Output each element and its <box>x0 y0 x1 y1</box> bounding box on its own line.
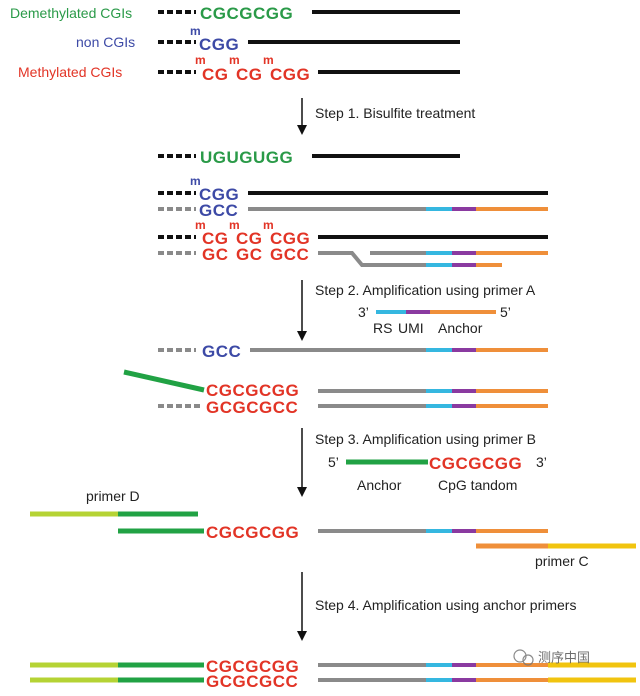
primer-c-label: primer C <box>535 553 589 569</box>
primer-a-5prime: 5’ <box>500 304 511 320</box>
label-methylated: Methylated CGIs <box>18 64 122 80</box>
step1-label: Step 1. Bisulfite treatment <box>315 105 475 121</box>
seq-non-cgi-top: CGG <box>199 185 239 204</box>
primer-d-label: primer D <box>86 488 140 504</box>
seq-non-cgi: CGG <box>199 35 239 54</box>
methyl-mark: m <box>195 218 206 232</box>
seq-meth-top-2: CG <box>236 229 263 248</box>
primer-b-3prime: 3’ <box>536 454 547 470</box>
primer-b-5prime: 5’ <box>328 454 339 470</box>
seq-demethylated: CGCGCGG <box>200 4 293 23</box>
seq-final-bottom: GCGCGCC <box>206 672 298 691</box>
primer-a-anchor-label: Anchor <box>438 320 483 336</box>
primer-a-3prime: 3’ <box>358 304 369 320</box>
seq-step3: CGCGCGG <box>206 523 299 542</box>
seq-meth-bot-3: GCC <box>270 245 309 264</box>
seq-meth-bot-2: GC <box>236 245 263 264</box>
methyl-mark: m <box>190 24 201 38</box>
methyl-mark: m <box>190 174 201 188</box>
step3-label: Step 3. Amplification using primer B <box>315 431 536 447</box>
watermark: 测序中国 <box>513 649 590 666</box>
seq-methylated-cgg: CGG <box>270 65 310 84</box>
seq-step2-gcc: GCC <box>202 342 241 361</box>
primer-b-cpg-label: CpG tandom <box>438 477 517 493</box>
methyl-mark: m <box>195 53 206 67</box>
methyl-mark: m <box>263 218 274 232</box>
seq-meth-bot-1: GC <box>202 245 229 264</box>
primer-a-rs-label: RS <box>373 320 392 336</box>
step4-label: Step 4. Amplification using anchor prime… <box>315 597 576 613</box>
step2-label: Step 2. Amplification using primer A <box>315 282 536 298</box>
seq-methylated-cg-2: CG <box>236 65 263 84</box>
seq-final-top: CGCGCGG <box>206 657 299 676</box>
methyl-mark: m <box>229 53 240 67</box>
seq-meth-top-1: CG <box>202 229 229 248</box>
primer-b-annealing <box>123 369 205 393</box>
label-demethylated: Demethylated CGIs <box>10 5 132 21</box>
seq-methylated-cg-1: CG <box>202 65 229 84</box>
primer-b-cpg-seq: CGCGCGG <box>429 454 522 473</box>
primer-a-umi-label: UMI <box>398 320 424 336</box>
primer-b-anchor-label: Anchor <box>357 477 402 493</box>
seq-bisulfite: UGUGUGG <box>200 148 293 167</box>
seq-meth-top-3: CGG <box>270 229 310 248</box>
methyl-mark: m <box>229 218 240 232</box>
methyl-mark: m <box>263 53 274 67</box>
wechat-icon-bubble <box>522 654 534 666</box>
seq-non-cgi-bottom: GCC <box>199 201 238 220</box>
seq-step2-bottom: GCGCGCC <box>206 398 298 417</box>
label-non-cgis: non CGIs <box>76 34 135 50</box>
dna-strand-gray <box>318 251 426 267</box>
watermark-text: 测序中国 <box>538 651 590 666</box>
seq-step2-top: CGCGCGG <box>206 381 299 400</box>
